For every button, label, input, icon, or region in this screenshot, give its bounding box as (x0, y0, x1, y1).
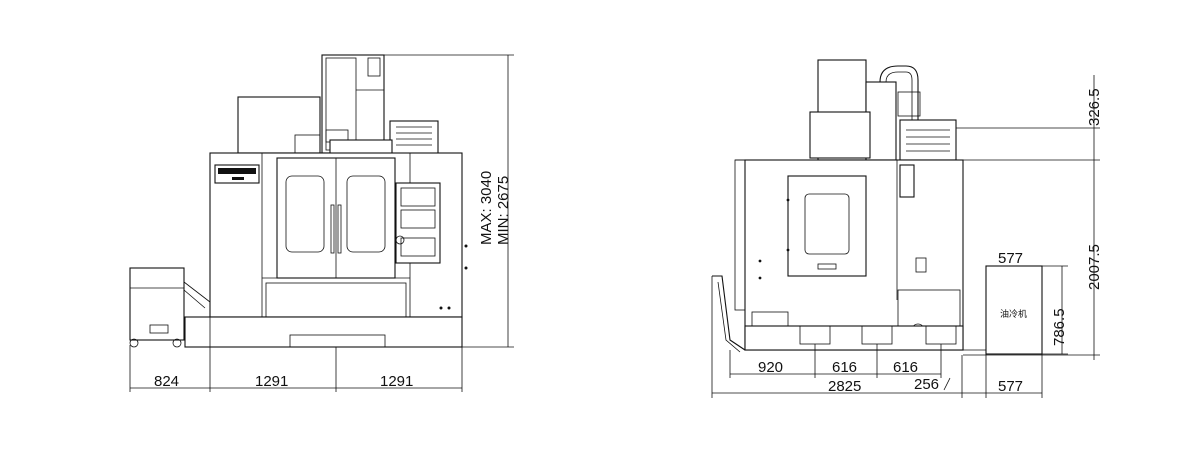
side-view: 油冷机 326.5 2007.5 577 786.5 920 616 616 2… (711, 59, 1103, 398)
height-max-label: MAX: 3040 (478, 171, 495, 245)
oil-cooler-unit (985, 265, 1043, 355)
tank-width-bottom-dim: 577 (998, 378, 1023, 395)
vent-grille (396, 126, 432, 146)
tank-height-dim: 786.5 (1051, 308, 1068, 346)
front-view: MAX: 3040 MIN: 2675 824 1291 1291 (129, 54, 514, 392)
width-dim-1291-right: 1291 (380, 373, 413, 390)
overall-depth-dim: 2825 (828, 378, 861, 395)
width-dim-1291-left: 1291 (255, 373, 288, 390)
bottom-dim-616-b: 616 (893, 359, 918, 376)
offset-dim-256: 256 (914, 376, 939, 393)
body-height-dim: 2007.5 (1086, 244, 1103, 290)
top-height-dim: 326.5 (1086, 88, 1103, 126)
tank-width-top-dim: 577 (998, 250, 1023, 267)
height-min-label: MIN: 2675 (495, 176, 512, 245)
oil-cooler-label: 油冷机 (1000, 308, 1027, 320)
bottom-dim-616-a: 616 (832, 359, 857, 376)
width-dim-824: 824 (154, 373, 179, 390)
bottom-dim-920: 920 (758, 359, 783, 376)
